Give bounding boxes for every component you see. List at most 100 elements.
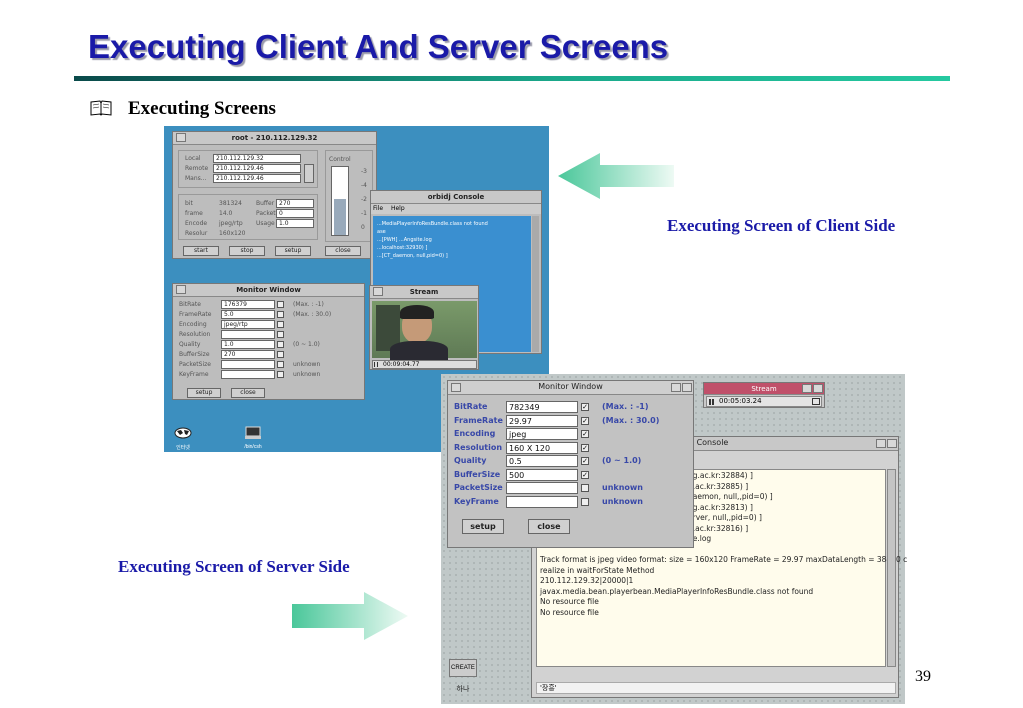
window-menu-button[interactable] xyxy=(373,287,383,296)
monitor-row-field[interactable] xyxy=(221,360,275,369)
monitor-row-field[interactable]: 5.0 xyxy=(221,310,275,319)
monitor-row-note: (0 ~ 1.0) xyxy=(293,341,320,348)
start-button[interactable]: start xyxy=(183,246,219,256)
monitor-row-field[interactable] xyxy=(221,370,275,379)
server-monitor-row-field[interactable]: jpeg xyxy=(506,428,578,440)
client-monitor-titlebar[interactable]: Monitor Window xyxy=(173,284,364,297)
window-menu-button[interactable] xyxy=(176,133,186,142)
server-monitor-row-note: unknown xyxy=(602,483,643,492)
server-monitor-row-checkbox[interactable]: ✓ xyxy=(581,430,589,438)
globe-icon xyxy=(174,427,192,439)
volume-slider[interactable] xyxy=(331,166,349,236)
server-monitor-row-label: BitRate xyxy=(454,402,488,411)
setup-button[interactable]: setup xyxy=(275,246,311,256)
server-monitor-row-field[interactable]: 160 X 120 xyxy=(506,441,578,454)
monitor-row-checkbox[interactable] xyxy=(277,331,284,338)
monitor-row-checkbox[interactable] xyxy=(277,361,284,368)
server-monitor-row-field[interactable]: 0.5 xyxy=(506,455,578,467)
monitor-row-checkbox[interactable] xyxy=(277,341,284,348)
close-button[interactable]: close xyxy=(325,246,361,256)
server-monitor-row-checkbox[interactable]: ✓ xyxy=(581,416,589,425)
stop-button[interactable]: stop xyxy=(229,246,265,256)
slider-fill xyxy=(334,199,346,235)
pause-icon[interactable] xyxy=(709,399,714,405)
internet-desktop-icon[interactable]: 인터넷 xyxy=(170,426,196,451)
server-monitor-row-field[interactable]: 500 xyxy=(506,468,578,481)
monitor-row-label: Encoding xyxy=(179,321,207,328)
monitor-row-field[interactable]: 270 xyxy=(221,350,275,359)
server-stream-titlebar[interactable]: Stream xyxy=(704,383,824,395)
mans-field[interactable]: 210.112.129.46 xyxy=(213,174,301,183)
console-line: ...localhost:32930) ] xyxy=(377,245,428,251)
client-stream-time: 00:09:04.77 xyxy=(372,360,477,369)
monitor-row-checkbox[interactable] xyxy=(277,321,284,328)
console-scrollbar[interactable] xyxy=(532,216,539,352)
server-monitor-row-field[interactable]: 29.97 xyxy=(506,414,578,427)
monitor-row-checkbox[interactable] xyxy=(277,301,284,308)
server-monitor-row-checkbox[interactable]: ✓ xyxy=(581,443,589,452)
window-menu-button[interactable] xyxy=(451,383,461,392)
monitor-row-field[interactable]: 176379 xyxy=(221,300,275,309)
monitor-row-checkbox[interactable] xyxy=(277,371,284,378)
tick-label: -3 xyxy=(361,168,367,175)
monitor-row-field[interactable]: 1.0 xyxy=(221,340,275,349)
root-window-title: root - 210.112.129.32 xyxy=(231,134,318,142)
server-console-scrollbar[interactable] xyxy=(887,469,896,667)
minimize-button[interactable] xyxy=(671,383,681,392)
buffer-label: Buffer xyxy=(256,200,275,207)
monitor-row-field[interactable]: jpeg/rtp xyxy=(221,320,275,329)
root-window-titlebar[interactable]: root - 210.112.129.32 xyxy=(173,132,376,145)
server-monitor-row-checkbox[interactable]: ✓ xyxy=(581,403,589,411)
mans-label: Mans... xyxy=(185,175,207,182)
monitor-setup-button[interactable]: setup xyxy=(187,388,221,398)
server-stream-window: Stream 00:05:03.24 xyxy=(703,382,825,408)
server-close-button[interactable]: close xyxy=(528,519,570,534)
server-monitor-row-label: Quality xyxy=(454,456,487,465)
page-number: 39 xyxy=(915,668,931,685)
monitor-close-button[interactable]: close xyxy=(231,388,265,398)
pause-icon[interactable] xyxy=(374,362,378,367)
client-stream-titlebar[interactable]: Stream xyxy=(370,286,478,299)
server-console-line: he.log xyxy=(688,534,712,543)
window-menu-button[interactable] xyxy=(176,285,186,294)
video-frame xyxy=(372,301,477,361)
create-taskbar-button[interactable]: CREATE xyxy=(449,659,477,677)
maximize-button[interactable] xyxy=(887,439,897,448)
client-console-titlebar[interactable]: orbidj Console xyxy=(371,191,541,204)
server-monitor-row-field[interactable] xyxy=(506,482,578,494)
packet-field[interactable]: 0 xyxy=(276,209,314,218)
server-setup-button[interactable]: setup xyxy=(462,519,504,534)
minimize-button[interactable] xyxy=(802,384,812,393)
server-monitor-row-checkbox[interactable] xyxy=(581,497,589,506)
server-monitor-row-note: unknown xyxy=(602,496,643,506)
menu-icon[interactable] xyxy=(812,398,820,405)
menu-help[interactable]: Help xyxy=(390,205,405,212)
browse-button[interactable] xyxy=(304,164,314,183)
minimize-button[interactable] xyxy=(876,439,886,448)
server-monitor-titlebar[interactable]: Monitor Window xyxy=(448,381,693,395)
server-monitor-row-checkbox[interactable] xyxy=(581,484,589,492)
local-field[interactable]: 210.112.129.32 xyxy=(213,154,301,163)
remote-field[interactable]: 210.112.129.46 xyxy=(213,164,301,173)
server-stream-title: Stream xyxy=(751,385,777,393)
server-console-line: No resource file xyxy=(540,597,599,606)
maximize-button[interactable] xyxy=(682,383,692,392)
client-caption: Executing Screen of Client Side xyxy=(667,216,896,235)
usage-field[interactable]: 1.0 xyxy=(276,219,314,228)
server-monitor-row-field[interactable]: 782349 xyxy=(506,401,578,413)
buffer-field[interactable]: 270 xyxy=(276,199,314,208)
menu-file[interactable]: File xyxy=(373,205,384,212)
monitor-row-label: PacketSize xyxy=(179,361,211,368)
monitor-row-note: (Max. : -1) xyxy=(293,301,324,308)
monitor-row-checkbox[interactable] xyxy=(277,351,284,358)
monitor-row-checkbox[interactable] xyxy=(277,311,284,318)
server-monitor-window: Monitor Window BitRate 782349 ✓ (Max. : … xyxy=(447,380,694,548)
server-monitor-row-checkbox[interactable]: ✓ xyxy=(581,457,589,465)
server-monitor-row-field[interactable] xyxy=(506,495,578,508)
maximize-button[interactable] xyxy=(813,384,823,393)
hana-taskbar-label[interactable]: 하나 xyxy=(456,686,470,693)
frame-value: 14.0 xyxy=(219,210,233,217)
monitor-row-field[interactable] xyxy=(221,330,275,339)
shell-desktop-icon[interactable]: /bin/csh xyxy=(236,426,270,450)
server-monitor-row-checkbox[interactable]: ✓ xyxy=(581,470,589,479)
